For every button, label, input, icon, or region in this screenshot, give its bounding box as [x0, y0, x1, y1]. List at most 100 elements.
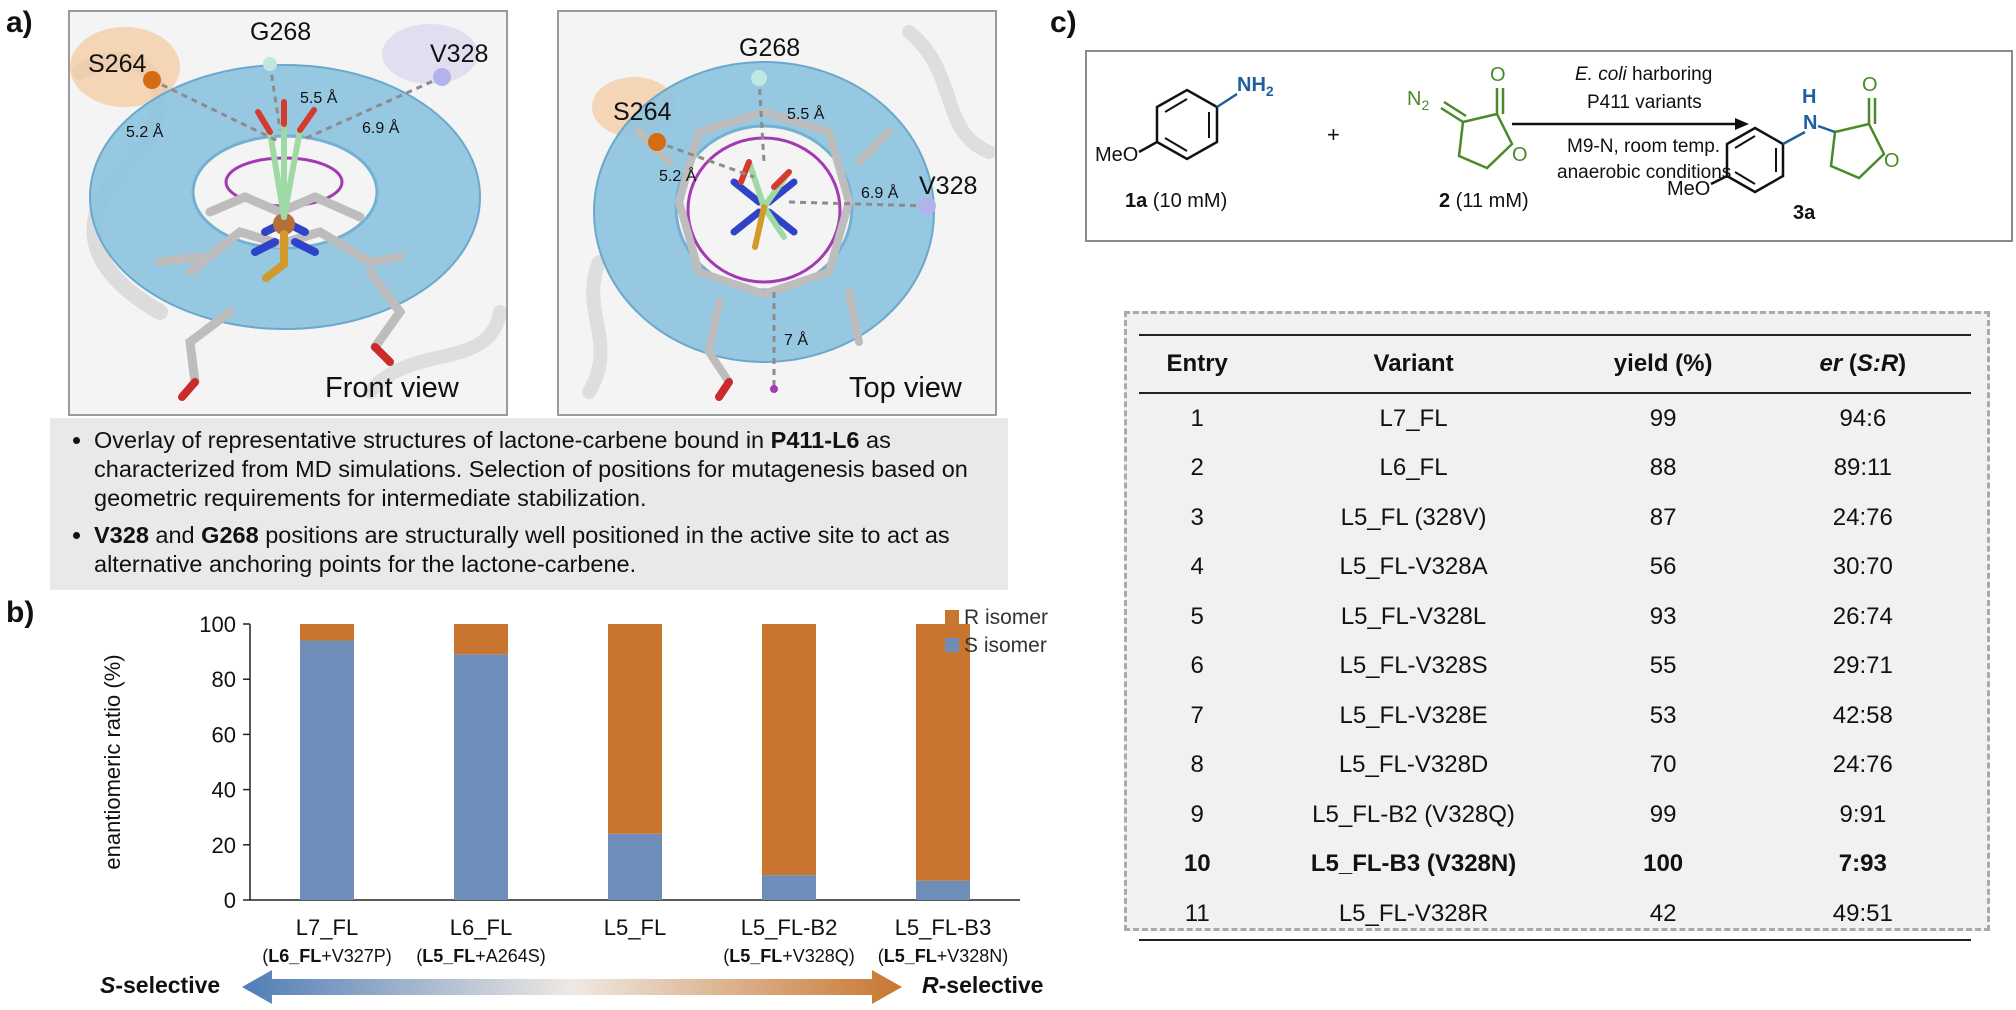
header-variant: Variant: [1255, 334, 1572, 394]
legend-swatch-s-isomer: [945, 638, 959, 652]
bar-s-isomer: [454, 654, 508, 900]
bar-s-isomer: [916, 880, 970, 900]
sublabel-mutation: +V328Q: [782, 946, 849, 966]
table-cell-yield: 87: [1649, 503, 1677, 531]
table-row: 4 L5_FL-V328A 56 30:70: [1139, 543, 1971, 593]
y-tick-label: 60: [212, 722, 236, 747]
sublabel-paren-open: (: [723, 946, 729, 966]
top-residue-s264: S264: [613, 98, 672, 126]
table-cell-entry: 7: [1190, 701, 1204, 729]
table-cell-variant: L5_FL-V328A: [1339, 553, 1488, 581]
front-view-structure: S264 G268 V328 5.2 Å 5.5 Å 6.9 Å Front v…: [68, 10, 508, 416]
sublabel-parent: L5_FL: [729, 946, 782, 966]
top-residue-g268: G268: [739, 34, 801, 62]
top-distance-g268: 5.5 Å: [787, 106, 825, 123]
reagent1-methoxy: MeO: [1095, 144, 1139, 166]
product-nh-h: H: [1802, 86, 1817, 108]
reagent2-carbonyl-o: O: [1490, 64, 1506, 86]
bar-r-isomer: [454, 624, 508, 655]
table-cell-variant: L5_FL-B2 (V328Q): [1312, 800, 1515, 828]
bar-r-isomer: [762, 624, 816, 876]
table-cell-er: 24:76: [1832, 751, 1893, 779]
table-cell-entry: 4: [1190, 553, 1204, 581]
sublabel-parent: L5_FL: [422, 946, 475, 966]
y-tick-label: 100: [199, 612, 236, 637]
bar-s-isomer: [300, 640, 354, 900]
product-nh-n: N: [1803, 112, 1818, 134]
x-category-sublabel: (L5_FL+V328Q): [723, 946, 855, 966]
top-distance-v328: 6.9 Å: [861, 185, 899, 202]
table-cell-yield: 55: [1649, 652, 1677, 680]
caption-bullet-1: Overlay of representative structures of …: [94, 426, 1008, 513]
y-tick-label: 20: [212, 833, 236, 858]
r-selective-label: R-selective: [922, 972, 1044, 998]
y-tick-label: 0: [224, 888, 236, 913]
x-category-sublabel: (L5_FL+V328N): [878, 946, 1009, 966]
reagent2-ring-o: O: [1512, 144, 1528, 166]
top-distance-ring: 7 Å: [784, 332, 809, 349]
table-cell-yield: 56: [1649, 553, 1677, 581]
sublabel-paren-close: ): [540, 946, 546, 966]
table-cell-er: 9:91: [1839, 800, 1887, 828]
bar-s-isomer: [608, 833, 662, 900]
header-entry: Entry: [1139, 334, 1256, 394]
panel-label-a: a): [6, 6, 33, 39]
legend-swatch-r-isomer: [945, 610, 959, 624]
sublabel-mutation: +A264S: [475, 946, 540, 966]
front-view-label: Front view: [325, 372, 459, 404]
panel-label-b: b): [6, 596, 35, 629]
table-cell-entry: 8: [1190, 751, 1204, 779]
table-header-row: Entry Variant yield (%) er (S:R): [1139, 334, 1971, 394]
bar-r-isomer: [300, 624, 354, 641]
x-category-sublabel: (L5_FL+A264S): [416, 946, 546, 966]
sublabel-paren-close: ): [1002, 946, 1008, 966]
table-cell-er: 30:70: [1832, 553, 1893, 581]
table-cell-yield: 70: [1649, 751, 1677, 779]
reaction-scheme-structures: [1138, 88, 1886, 194]
table-cell-entry: 9: [1190, 800, 1204, 828]
x-category-label: L7_FL: [296, 915, 358, 940]
table-cell-yield: 53: [1649, 701, 1677, 729]
table-cell-yield: 99: [1649, 404, 1677, 432]
x-category-label: L5_FL: [604, 915, 666, 940]
product-label: 3a: [1793, 202, 1816, 224]
table-cell-variant: L7_FL: [1379, 404, 1448, 432]
table-cell-yield: 88: [1649, 454, 1677, 482]
table-cell-er: 24:76: [1832, 503, 1893, 531]
table-cell-variant: L5_FL-V328D: [1338, 751, 1489, 779]
selectivity-arrow-row: S-selective R-selective: [100, 970, 1060, 1004]
sublabel-parent: L5_FL: [884, 946, 937, 966]
plus-sign: +: [1327, 122, 1340, 147]
reaction-scheme: NH2 MeO 1a (10 mM) + N2 O O 2 (11 mM) E.…: [1085, 50, 2013, 242]
condition-medium: M9-N, room temp.: [1567, 136, 1721, 157]
y-tick-label: 80: [212, 667, 236, 692]
front-distance-v328: 6.9 Å: [362, 120, 400, 137]
table-cell-variant: L5_FL-B3 (V328N): [1310, 850, 1517, 878]
table-cell-entry: 1: [1190, 404, 1204, 432]
reagent1-amine: NH2: [1237, 74, 1274, 99]
table-cell-yield: 100: [1643, 850, 1684, 878]
sublabel-mutation: +V328N: [937, 946, 1003, 966]
y-tick-label: 40: [212, 778, 236, 803]
product-ring-o: O: [1884, 150, 1900, 172]
table-cell-entry: 5: [1190, 602, 1204, 630]
sublabel-paren-open: (: [878, 946, 884, 966]
table-cell-variant: L5_FL-V328L: [1340, 602, 1487, 630]
x-category-sublabel: (L6_FL+V327P): [262, 946, 392, 966]
table-cell-er: 7:93: [1838, 850, 1887, 878]
reagent1-label: 1a (10 mM): [1125, 190, 1228, 212]
sublabel-paren-close: ): [386, 946, 392, 966]
table-cell-variant: L5_FL-V328R: [1255, 889, 1572, 941]
top-view-illustration: [582, 25, 995, 401]
reagent2-label: 2 (11 mM): [1439, 190, 1529, 212]
table-cell-er: 29:71: [1832, 652, 1893, 680]
header-er: er (S:R): [1754, 334, 1971, 394]
